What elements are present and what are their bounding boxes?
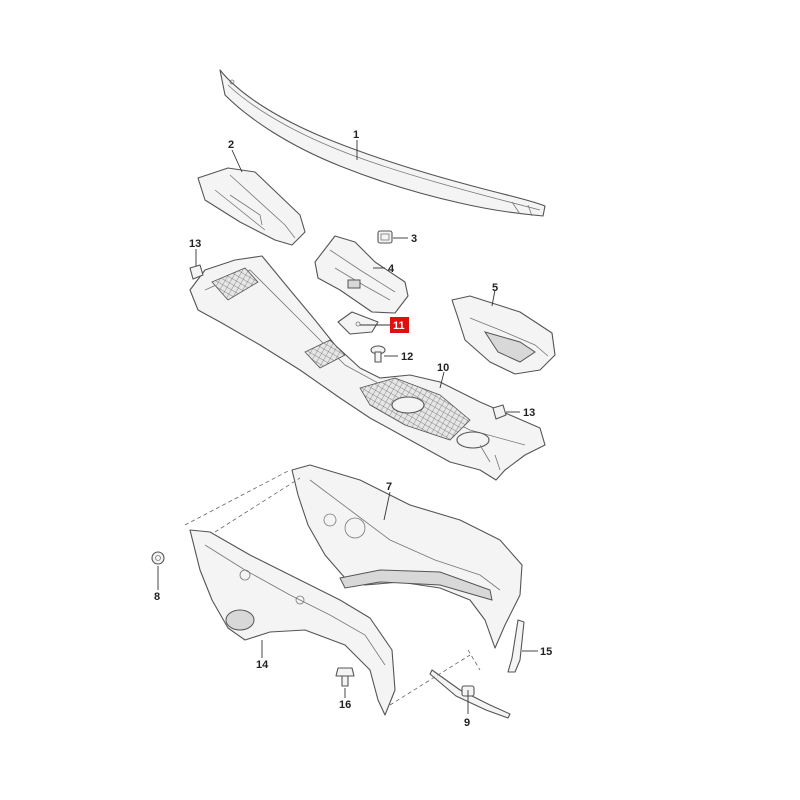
callout-9: 9	[464, 717, 470, 729]
callout-labels: 1 2 3 4 5 7 8 9 10 11 12 13 13 14 15 16	[154, 129, 552, 729]
callout-7: 7	[386, 481, 392, 493]
callout-15: 15	[540, 646, 552, 658]
part-5-end-cover[interactable]	[451, 295, 556, 375]
part-3-clip[interactable]	[377, 230, 393, 244]
callout-13-right: 13	[523, 407, 535, 419]
assembly-dashed-lines	[184, 469, 481, 706]
callout-14: 14	[256, 659, 269, 671]
leader-lines	[157, 140, 538, 714]
part-10-cowl-panel[interactable]	[189, 255, 546, 481]
callout-10: 10	[437, 362, 449, 374]
part-7-lower-shield-right[interactable]	[291, 464, 523, 649]
callout-12: 12	[401, 351, 413, 363]
part-4-bracket[interactable]	[314, 235, 409, 314]
callout-4: 4	[388, 263, 395, 275]
part-13-clip-left[interactable]	[189, 264, 204, 280]
callout-5: 5	[492, 282, 498, 294]
part-12-push-pin[interactable]	[370, 345, 386, 363]
callout-11-highlight-box	[390, 317, 409, 333]
part-11-plate[interactable]	[337, 311, 379, 335]
callout-3: 3	[411, 233, 417, 245]
part-8-grommet[interactable]	[151, 551, 165, 565]
callout-11: 11	[393, 320, 405, 332]
callout-2: 2	[228, 139, 234, 151]
callout-1: 1	[353, 129, 359, 141]
part-13-clip-right[interactable]	[492, 404, 507, 420]
callout-13-left: 13	[189, 238, 201, 250]
callout-16: 16	[339, 699, 351, 711]
callout-8: 8	[154, 591, 160, 603]
part-16-bolt[interactable]	[335, 667, 355, 687]
part-14-lower-shield-left[interactable]	[189, 529, 396, 716]
part-1-seal-strip[interactable]	[219, 69, 546, 217]
part-9-cable-tie[interactable]	[429, 669, 511, 719]
part-15-rod[interactable]	[507, 619, 525, 673]
part-2-corner-cover[interactable]	[197, 167, 306, 246]
